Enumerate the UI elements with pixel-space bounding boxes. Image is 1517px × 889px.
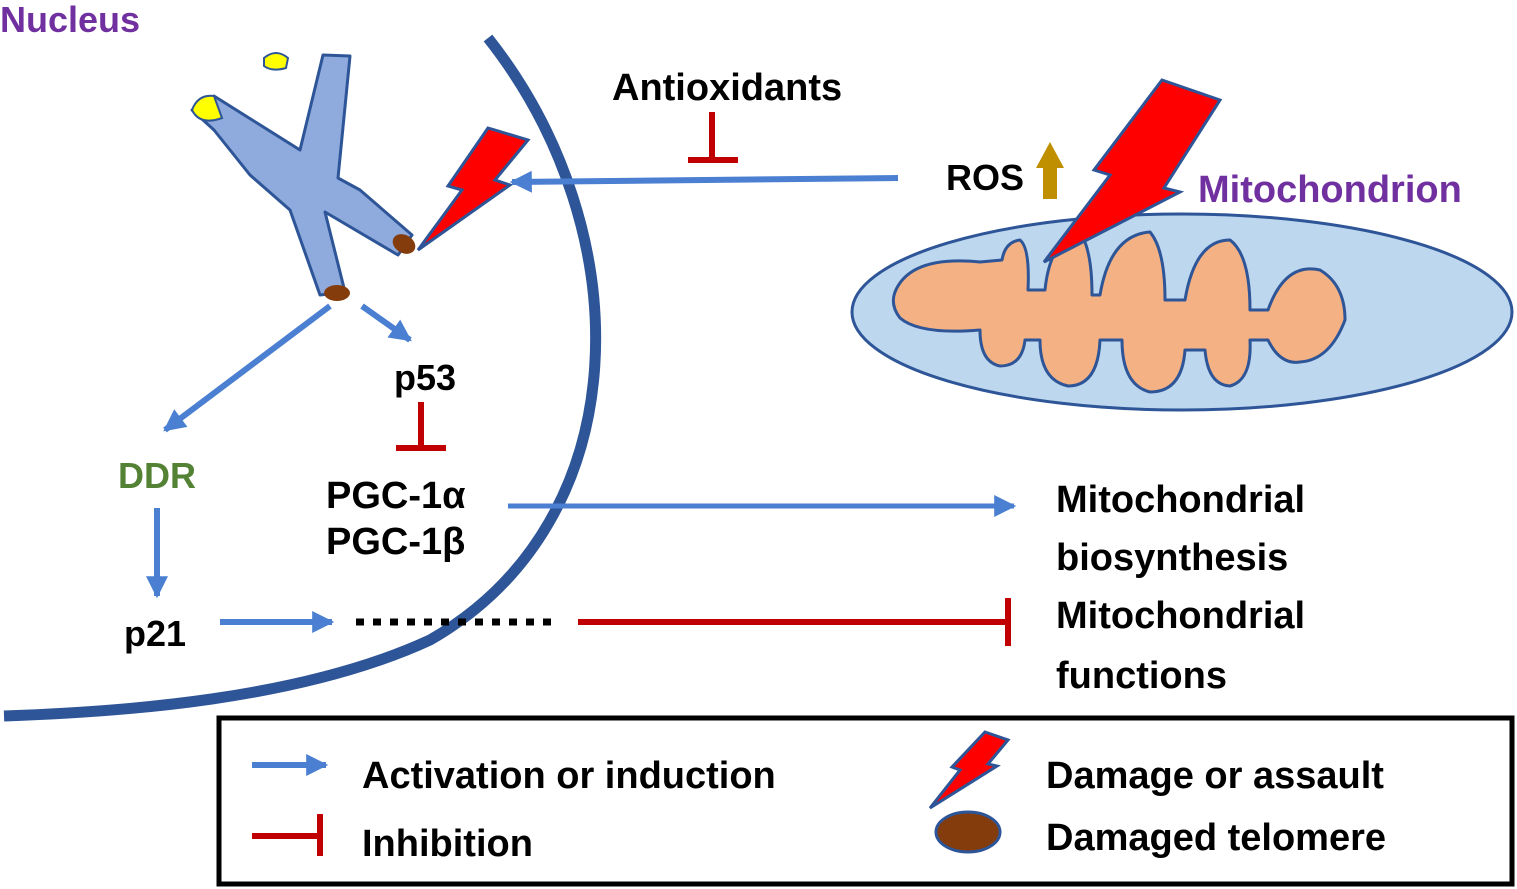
legend-telomere-label: Damaged telomere [1046, 817, 1386, 859]
ddr-label: DDR [118, 455, 196, 496]
pgc1a-label: PGC-1α [326, 475, 466, 517]
ros-label: ROS [946, 157, 1024, 198]
lightning-bolt-icon [1042, 78, 1223, 264]
damaged-telomere-icon [324, 285, 350, 301]
mito-functions-label-2: functions [1056, 655, 1227, 697]
legend-activation-label: Activation or induction [362, 755, 776, 797]
nucleus-label: Nucleus [0, 0, 140, 40]
p21-label: p21 [124, 613, 186, 654]
mitochondrion-icon [850, 212, 1514, 412]
legend-inhibition-label: Inhibition [362, 823, 533, 865]
p53-inhibition [396, 402, 446, 451]
legend-damage-label: Damage or assault [1046, 755, 1384, 797]
legend-telomere-icon [934, 810, 1002, 854]
mito-functions-label-1: Mitochondrial [1056, 595, 1305, 637]
damaged-telomere-icon [392, 234, 416, 254]
antioxidants-inhibition [688, 112, 738, 163]
lightning-bolt-icon [416, 126, 531, 252]
antioxidants-label: Antioxidants [612, 67, 842, 109]
telomere-to-p53-arrow [360, 303, 412, 343]
mito-biosynthesis-label-1: Mitochondrial [1056, 479, 1305, 521]
telomere-to-ddr-arrow [163, 303, 332, 433]
chromosome-icon [190, 52, 416, 301]
mito-biosynthesis-label-2: biosynthesis [1056, 537, 1288, 579]
pgc1b-label: PGC-1β [326, 521, 465, 563]
functions-inhibition [578, 598, 1011, 646]
legend: Activation or induction Inhibition Damag… [216, 715, 1515, 887]
legend-lightning-bolt-icon [928, 730, 1011, 810]
ros-to-dna-arrow [509, 170, 899, 193]
legend-inhibition-symbol [252, 814, 323, 856]
mitochondrion-label: Mitochondrion [1198, 169, 1462, 211]
ros-up-arrow [1036, 142, 1064, 199]
nuclear-membrane [3, 34, 602, 722]
p53-label: p53 [394, 357, 456, 398]
